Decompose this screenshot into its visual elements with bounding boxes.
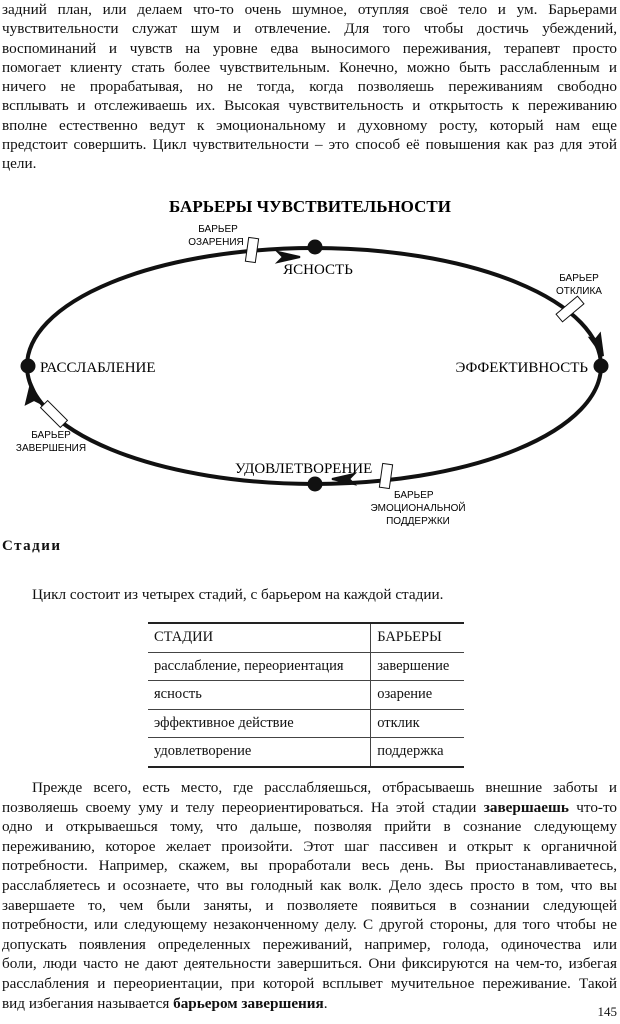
barrier-label-response: ОТКЛИКА	[556, 286, 602, 297]
top-paragraph: задний план, или делаем что-то очень шум…	[2, 0, 617, 174]
text-line: предстоит совершить. Цикл чувствительнос…	[2, 136, 617, 154]
text-span: что-то	[568, 798, 617, 816]
text-line: задний план, или делаем что-то очень шум…	[2, 1, 617, 18]
bottom-paragraph: Прежде всего, есть место, где расслабляе…	[2, 778, 617, 1013]
text-line: переживанию, которое желает произойти. Э…	[2, 837, 617, 855]
text-line: цели.	[2, 155, 37, 173]
text-line: всплывать и отслеживаешь их. Высокая чув…	[2, 97, 617, 115]
text-line: помогает клиенту стать более чувствитель…	[2, 58, 617, 76]
table-cell: расслабление, переориентация	[148, 652, 371, 681]
bold-term: завершаешь	[483, 798, 569, 816]
intro-text: Цикл состоит из четырех стадий, с барьер…	[32, 586, 444, 603]
barrier-label-completion: ЗАВЕРШЕНИЯ	[16, 443, 86, 454]
barrier-label-support: ЭМОЦИОНАЛЬНОЙ	[370, 501, 465, 514]
arrow-icon	[331, 472, 358, 486]
barrier-label-response: БАРЬЕР	[559, 273, 599, 284]
table-cell: поддержка	[370, 737, 464, 768]
table-cell: эффективное действие	[148, 709, 371, 738]
text-line: потребности, или следующему незаконченно…	[2, 916, 617, 934]
text-line: боли, люди часто не дают деятельности за…	[2, 955, 617, 973]
barrier-box-completion	[39, 399, 69, 429]
text-line: воспоминаний и чувств на уровне едва вын…	[2, 39, 617, 57]
text-line: потребности. Например, скажем, вы прораб…	[2, 857, 617, 875]
table-cell: ясность	[148, 680, 371, 710]
stage-dot-clarity	[307, 239, 323, 255]
table-header: БАРЬЕРЫ	[370, 622, 464, 653]
text-line: Прежде всего, есть место, где расслабляе…	[32, 779, 617, 796]
text-line: ничего не прорабатывая, но не тогда, ког…	[2, 78, 617, 96]
text-line: расслабления и переориентации, при котор…	[2, 974, 617, 992]
bold-term: барьером завершения	[173, 994, 324, 1012]
text-span: вид избегания называется	[2, 994, 174, 1012]
barrier-box-support	[378, 462, 394, 490]
text-span: .	[323, 994, 328, 1012]
stage-dot-effectiveness	[593, 358, 609, 374]
arrow-icon	[24, 379, 43, 406]
barrier-label-support: БАРЬЕР	[394, 490, 434, 501]
stage-label-satisfaction: УДОВЛЕТВОРЕНИЕ	[235, 461, 372, 477]
text-line: расслабляетесь и осознаете, что вы голод…	[2, 876, 617, 894]
section-heading: Стадии	[2, 538, 62, 554]
text-line: вполне естественно ведут к эмоциональном…	[2, 116, 617, 134]
page-number: 145	[597, 1004, 618, 1019]
stage-label-relaxation: РАССЛАБЛЕНИЕ	[40, 360, 156, 376]
table-header: СТАДИИ	[148, 622, 371, 653]
text-line: допускать появления определенных пережив…	[2, 935, 617, 953]
text-line: вид избегания называется барьером заверш…	[2, 994, 617, 1014]
stage-label-clarity: ЯСНОСТЬ	[283, 262, 353, 278]
text-line: одно и открываешься тому, что дальше, по…	[2, 818, 617, 836]
barrier-label-support: ПОДДЕРЖКИ	[386, 516, 450, 527]
sensitivity-barriers-diagram: БАРЬЕРЫ ЧУВСТВИТЕЛЬНОСТИ ЯСНОСТЬ ЭФФЕКТИ…	[16, 197, 609, 527]
stage-dot-satisfaction	[307, 476, 323, 492]
table-cell: удовлетворение	[148, 737, 371, 768]
table-cell: завершение	[370, 652, 464, 681]
arrow-icon	[587, 331, 604, 357]
text-line: чувствительности служат шум и отвлечение…	[2, 20, 617, 38]
barrier-label-insight: ОЗАРЕНИЯ	[188, 237, 243, 248]
table-cell: озарение	[370, 680, 464, 710]
table-header-row: СТАДИИ БАРЬЕРЫ	[148, 622, 464, 653]
barrier-label-insight: БАРЬЕР	[198, 224, 238, 235]
stages-table: СТАДИИ БАРЬЕРЫ расслабление, переориента…	[148, 622, 464, 768]
barrier-box-response	[555, 295, 585, 323]
barrier-label-completion: БАРЬЕР	[31, 430, 71, 441]
arrow-icon	[274, 250, 301, 264]
diagram-title: БАРЬЕРЫ ЧУВСТВИТЕЛЬНОСТИ	[169, 197, 451, 216]
stage-dot-relaxation	[20, 358, 36, 374]
table-cell: отклик	[370, 709, 464, 738]
text-span: позволяешь своему уму и телу переориенти…	[2, 798, 484, 816]
stage-label-effectiveness: ЭФФЕКТИВНОСТЬ	[456, 360, 589, 376]
text-line: завершаете то, чем были заняты, и позвол…	[2, 896, 617, 914]
text-line: позволяешь своему уму и телу переориенти…	[2, 798, 617, 818]
barrier-box-insight	[244, 236, 260, 264]
